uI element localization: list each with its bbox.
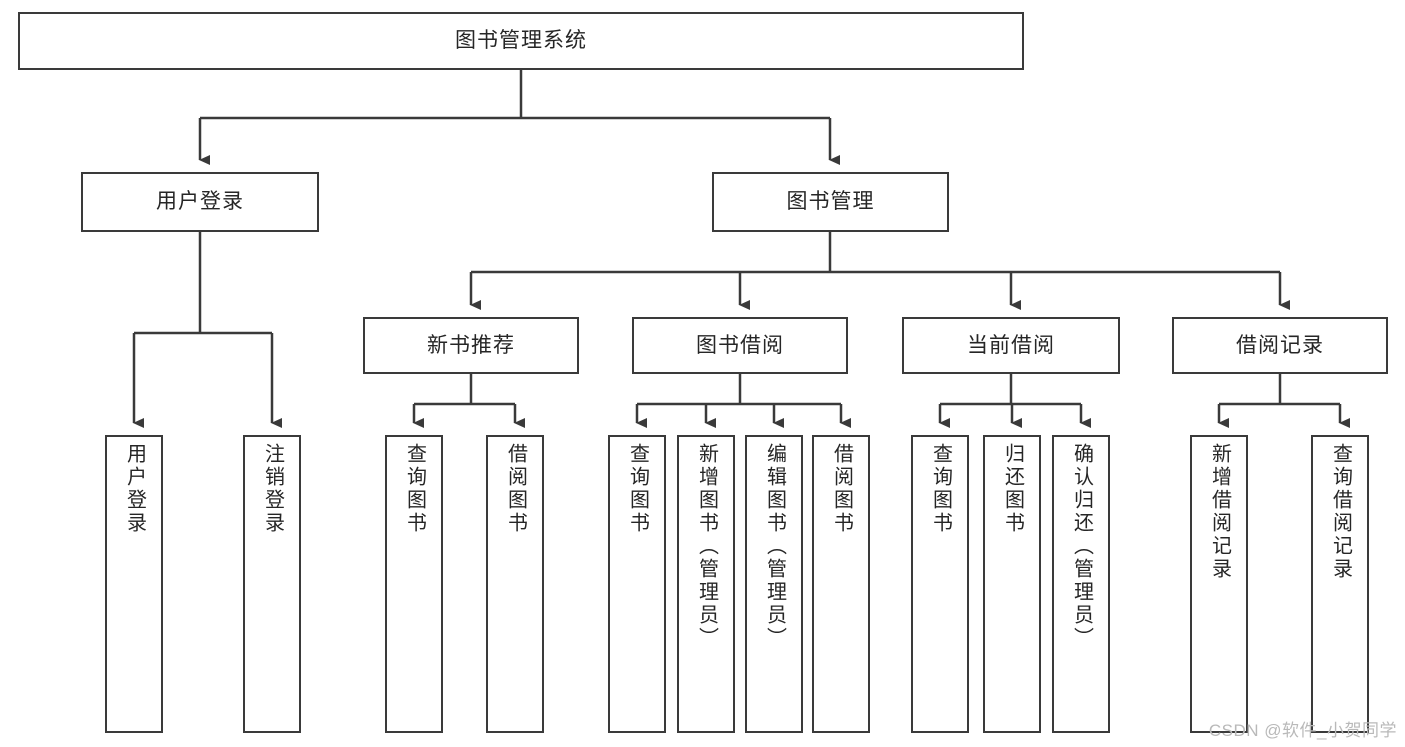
node-label: 借阅记录 [1236, 333, 1324, 357]
node-label: 查询图书 [626, 443, 649, 535]
leaf-edit-book-admin[interactable]: 编辑图书（管理员） [745, 435, 803, 733]
leaf-borrow-book[interactable]: 借阅图书 [812, 435, 870, 733]
leaf-return-book[interactable]: 归还图书 [983, 435, 1041, 733]
node-label: 归还图书 [1001, 443, 1024, 535]
node-borrow-record[interactable]: 借阅记录 [1172, 317, 1388, 374]
leaf-confirm-return-admin[interactable]: 确认归还（管理员） [1052, 435, 1110, 733]
node-label: 借阅图书 [504, 443, 527, 535]
node-current-borrow[interactable]: 当前借阅 [902, 317, 1120, 374]
node-label: 用户登录 [156, 190, 244, 214]
node-label: 图书借阅 [696, 333, 784, 357]
node-label: 用户登录 [123, 443, 146, 535]
node-label: 当前借阅 [967, 333, 1055, 357]
node-label: 新增借阅记录 [1208, 443, 1231, 581]
node-user-login[interactable]: 用户登录 [81, 172, 319, 232]
node-label: 注销登录 [261, 443, 284, 535]
leaf-query-borrow-record[interactable]: 查询借阅记录 [1311, 435, 1369, 733]
leaf-add-book-admin[interactable]: 新增图书（管理员） [677, 435, 735, 733]
node-new-book-rec[interactable]: 新书推荐 [363, 317, 579, 374]
leaf-query-book-current[interactable]: 查询图书 [911, 435, 969, 733]
node-label: 图书管理 [786, 190, 875, 214]
node-label: 查询图书 [403, 443, 426, 535]
node-book-manage[interactable]: 图书管理 [712, 172, 949, 232]
node-root-system[interactable]: 图书管理系统 [18, 12, 1024, 70]
node-label: 借阅图书 [830, 443, 853, 535]
node-label: 新书推荐 [427, 333, 515, 357]
watermark-text: CSDN @软件_小贺同学 [1208, 721, 1397, 740]
node-label: 新增图书（管理员） [695, 443, 718, 650]
leaf-add-borrow-record[interactable]: 新增借阅记录 [1190, 435, 1248, 733]
leaf-user-login[interactable]: 用户登录 [105, 435, 163, 733]
node-label: 查询借阅记录 [1329, 443, 1352, 581]
leaf-query-book-borrow[interactable]: 查询图书 [608, 435, 666, 733]
leaf-borrow-book-recommend[interactable]: 借阅图书 [486, 435, 544, 733]
node-label: 确认归还（管理员） [1070, 443, 1093, 650]
leaf-query-book-recommend[interactable]: 查询图书 [385, 435, 443, 733]
node-label: 图书管理系统 [455, 29, 587, 53]
node-book-borrow[interactable]: 图书借阅 [632, 317, 848, 374]
node-label: 编辑图书（管理员） [763, 443, 786, 650]
node-label: 查询图书 [929, 443, 952, 535]
leaf-logout[interactable]: 注销登录 [243, 435, 301, 733]
